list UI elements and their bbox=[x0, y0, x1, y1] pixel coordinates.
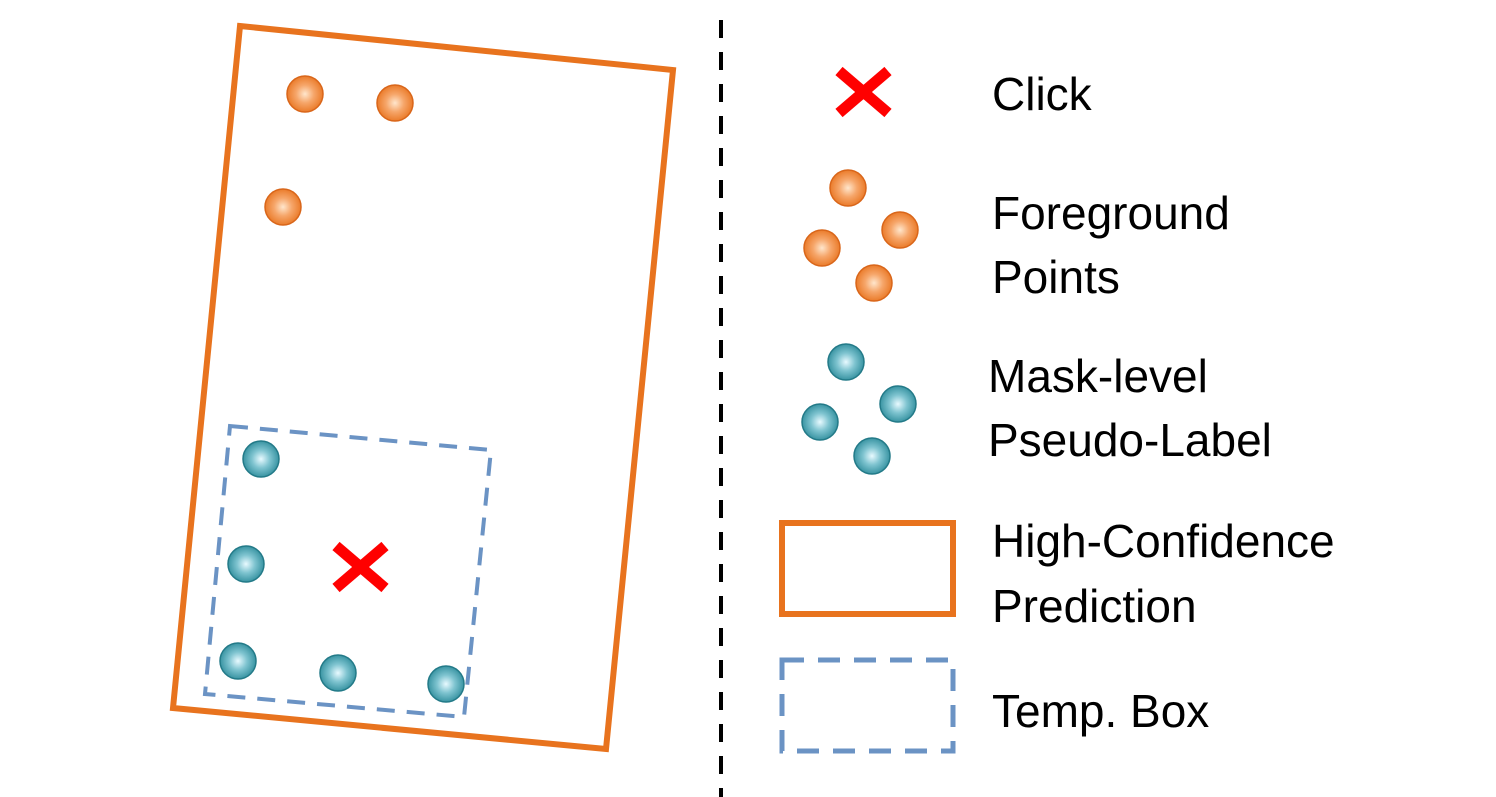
legend-temp-box-label: Temp. Box bbox=[992, 685, 1209, 737]
illustration-panel bbox=[169, 22, 677, 753]
legend-click-label: Click bbox=[992, 68, 1093, 120]
legend-dashed-rectangle-icon bbox=[779, 657, 956, 754]
legend-pseudo-label-line1: Mask-level bbox=[988, 350, 1208, 402]
foreground-point bbox=[286, 75, 324, 113]
foreground-point bbox=[264, 188, 302, 226]
legend-foreground-label-line1: Foreground bbox=[992, 187, 1230, 239]
legend-foreground-label-line2: Points bbox=[992, 251, 1120, 303]
legend-high-confidence-label-line1: High-Confidence bbox=[992, 515, 1335, 567]
legend-orange-sphere-icon bbox=[803, 169, 919, 302]
pseudo-label-point bbox=[219, 642, 257, 680]
legend-teal-sphere-icon bbox=[801, 343, 917, 475]
pseudo-label-point bbox=[427, 665, 465, 703]
high-confidence-prediction-box bbox=[169, 22, 677, 753]
legend-high-confidence-label-line2: Prediction bbox=[992, 580, 1197, 632]
foreground-point bbox=[376, 84, 414, 122]
pseudo-label-point bbox=[242, 440, 280, 478]
legend-pseudo-label-line2: Pseudo-Label bbox=[988, 414, 1272, 466]
pseudo-label-point bbox=[319, 654, 357, 692]
temp-box bbox=[202, 423, 494, 720]
legend-click-cross-icon bbox=[835, 66, 892, 118]
legend: Click Foreground Points Mask-level Pseud… bbox=[779, 66, 1335, 754]
legend-solid-rectangle-icon bbox=[779, 520, 956, 617]
pseudo-label-point bbox=[227, 545, 265, 583]
click-cross-icon bbox=[332, 541, 389, 593]
